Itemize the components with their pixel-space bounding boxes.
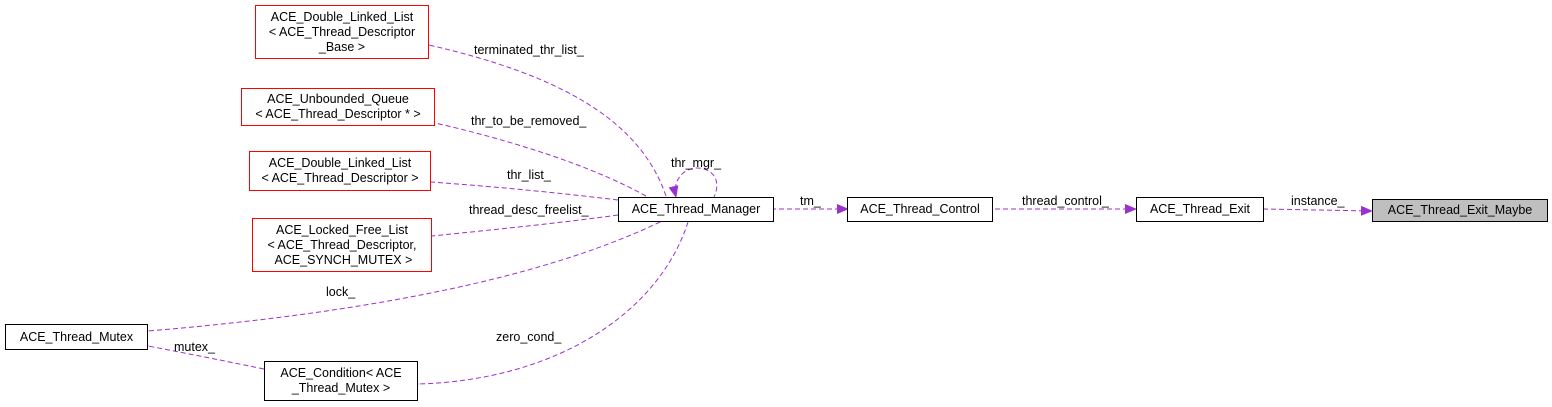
node-line: ACE_Thread_Control bbox=[860, 202, 980, 216]
node-ace-thread-exit-maybe[interactable]: ACE_Thread_Exit_Maybe bbox=[1372, 199, 1548, 222]
edge-zero-cond bbox=[406, 221, 689, 390]
node-ace-thread-control[interactable]: ACE_Thread_Control bbox=[847, 197, 993, 222]
edge-label-thread-desc-freelist: thread_desc_freelist_ bbox=[469, 203, 589, 217]
node-line: < ACE_Thread_Descriptor > bbox=[261, 171, 419, 185]
node-ace-unbounded-queue[interactable]: ACE_Unbounded_Queue < ACE_Thread_Descrip… bbox=[241, 88, 435, 126]
edge-thread-desc-freelist bbox=[420, 214, 619, 243]
node-line: ACE_Thread_Exit_Maybe bbox=[1387, 203, 1533, 217]
edge-label-mutex: mutex_ bbox=[174, 340, 215, 354]
edge-label-terminated-thr-list: terminated_thr_list_ bbox=[474, 43, 584, 57]
edge-label-instance: instance_ bbox=[1291, 194, 1345, 208]
edge-instance bbox=[1263, 205, 1373, 216]
edge-label-thr-to-be-removed: thr_to_be_removed_ bbox=[471, 114, 587, 128]
node-ace-double-linked-list-descriptor[interactable]: ACE_Double_Linked_List < ACE_Thread_Desc… bbox=[249, 151, 431, 191]
node-line: < ACE_Thread_Descriptor * > bbox=[255, 107, 421, 121]
node-line: ACE_Thread_Mutex bbox=[19, 329, 134, 344]
node-ace-locked-free-list[interactable]: ACE_Locked_Free_List < ACE_Thread_Descri… bbox=[252, 218, 432, 272]
edge-label-zero-cond: zero_cond_ bbox=[496, 330, 562, 344]
node-line: < ACE_Thread_Descriptor bbox=[268, 24, 416, 39]
edge-terminated-thr-list bbox=[417, 37, 667, 197]
node-line: ACE_Thread_Manager bbox=[631, 202, 761, 216]
node-line: _Base > bbox=[318, 39, 366, 54]
node-line: _Thread_Mutex > bbox=[291, 381, 391, 395]
node-line: ACE_Thread_Exit bbox=[1149, 202, 1251, 216]
edge-lock bbox=[136, 221, 661, 337]
edge-label-thr-list: thr_list_ bbox=[507, 168, 551, 182]
edge-thr-mgr bbox=[668, 167, 718, 198]
edge-mutex bbox=[136, 339, 265, 370]
edge-thr-list bbox=[419, 176, 619, 201]
node-ace-double-linked-list-descriptor-base[interactable]: ACE_Double_Linked_List < ACE_Thread_Desc… bbox=[255, 5, 429, 59]
node-line: ACE_Double_Linked_List bbox=[268, 156, 412, 170]
node-line: ACE_Unbounded_Queue bbox=[267, 92, 409, 106]
node-line: ACE_Condition< ACE bbox=[280, 366, 402, 380]
node-ace-condition[interactable]: ACE_Condition< ACE _Thread_Mutex > bbox=[264, 361, 418, 401]
node-ace-thread-manager[interactable]: ACE_Thread_Manager bbox=[618, 197, 774, 222]
edge-label-lock: lock_ bbox=[326, 285, 356, 299]
node-ace-thread-mutex[interactable]: ACE_Thread_Mutex bbox=[5, 324, 148, 350]
edge-thr-to-be-removed bbox=[419, 114, 647, 197]
node-line: ACE_Double_Linked_List bbox=[270, 9, 414, 24]
node-line: < ACE_Thread_Descriptor, bbox=[267, 237, 417, 252]
edge-label-thread-control: thread_control_ bbox=[1022, 194, 1109, 208]
edge-label-thr-mgr: thr_mgr_ bbox=[671, 156, 722, 170]
node-line: ACE_SYNCH_MUTEX > bbox=[271, 252, 413, 267]
node-line: ACE_Locked_Free_List bbox=[275, 222, 409, 237]
edge-label-tm: tm_ bbox=[800, 194, 821, 208]
node-ace-thread-exit[interactable]: ACE_Thread_Exit bbox=[1136, 197, 1264, 222]
